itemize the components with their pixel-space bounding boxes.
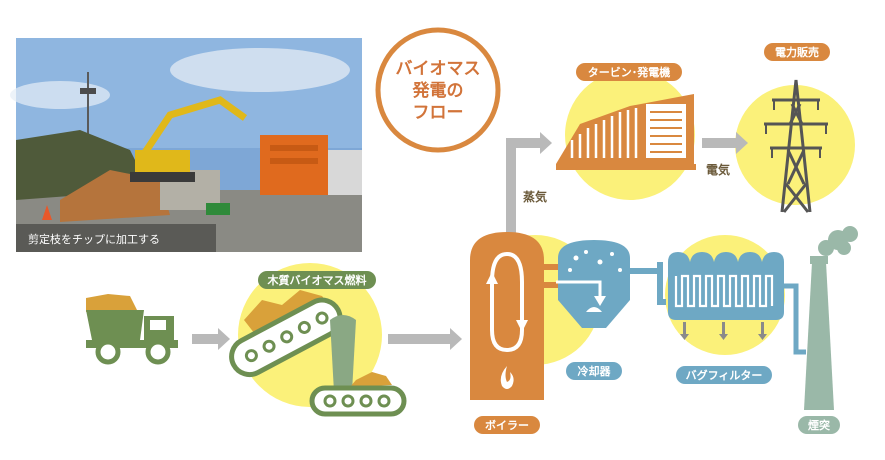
svg-text:木質バイオマス燃料: 木質バイオマス燃料 (267, 273, 367, 287)
wood-chipping-photo: 剪定枝をチップに加工する (10, 38, 362, 252)
dump-truck-icon (86, 294, 178, 365)
cooler-label: 冷却器 (566, 362, 622, 380)
svg-text:電力販売: 電力販売 (775, 45, 819, 59)
turbine-generator-icon (556, 94, 696, 170)
chimney-label: 煙突 (798, 416, 840, 434)
boiler-label: ボイラー (474, 416, 540, 434)
fire-icon (500, 366, 514, 389)
power-sales-label: 電力販売 (764, 43, 830, 61)
cooler-icon (556, 240, 660, 328)
bag-filter-icon (657, 252, 806, 355)
electricity-label: 電気 (706, 162, 730, 177)
svg-text:煙突: 煙突 (808, 418, 830, 432)
bag-filter-label: バグフィルター (676, 366, 772, 384)
title-badge: バイオマス 発電の フロー (375, 27, 501, 153)
title-line-2: 発電の (412, 80, 464, 101)
svg-text:タービン･発電機: タービン･発電機 (588, 65, 671, 79)
transmission-tower-icon (764, 79, 828, 213)
turbine-label: タービン･発電機 (576, 63, 682, 81)
svg-text:冷却器: 冷却器 (578, 364, 612, 378)
svg-text:ボイラー: ボイラー (485, 418, 529, 432)
conveyor-icon (229, 290, 407, 417)
fuel-label: 木質バイオマス燃料 (258, 271, 376, 289)
title-line-1: バイオマス (396, 59, 481, 79)
steam-label: 蒸気 (523, 189, 547, 204)
flow-arrows (192, 132, 748, 350)
chimney-icon (804, 226, 858, 410)
photo-caption: 剪定枝をチップに加工する (28, 232, 160, 246)
power-highlight (735, 85, 855, 205)
title-line-3: フロー (413, 103, 464, 123)
svg-text:バグフィルター: バグフィルター (686, 368, 763, 382)
